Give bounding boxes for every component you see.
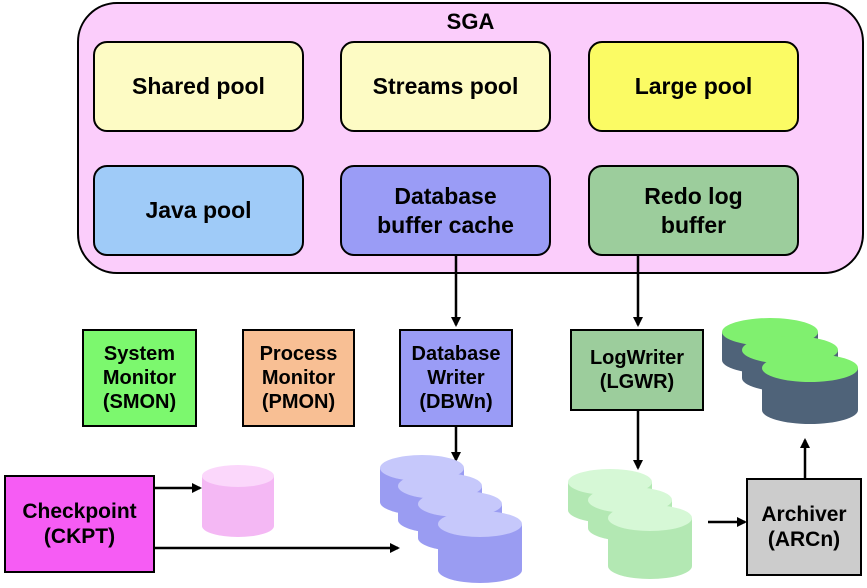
lgwr-process: LogWriter (LGWR) — [570, 329, 704, 411]
redo-log-file-cylinder — [608, 505, 692, 579]
large-pool: Large pool — [588, 41, 799, 132]
shared-pool: Shared pool — [93, 41, 304, 132]
java-pool: Java pool — [93, 165, 304, 256]
control-file-cylinder — [202, 465, 274, 537]
redo-log-buffer: Redo log buffer — [588, 165, 799, 256]
ckpt-process: Checkpoint (CKPT) — [4, 475, 155, 573]
arcn-process: Archiver (ARCn) — [746, 478, 862, 576]
dbwn-process: Database Writer (DBWn) — [399, 329, 513, 427]
sga-title: SGA — [446, 9, 495, 34]
archived-log-file-cylinder — [762, 354, 858, 424]
data-files-cylinder — [438, 511, 522, 583]
database-buffer-cache: Database buffer cache — [340, 165, 551, 256]
streams-pool: Streams pool — [340, 41, 551, 132]
smon-process: System Monitor (SMON) — [82, 329, 197, 427]
pmon-process: Process Monitor (PMON) — [242, 329, 355, 427]
